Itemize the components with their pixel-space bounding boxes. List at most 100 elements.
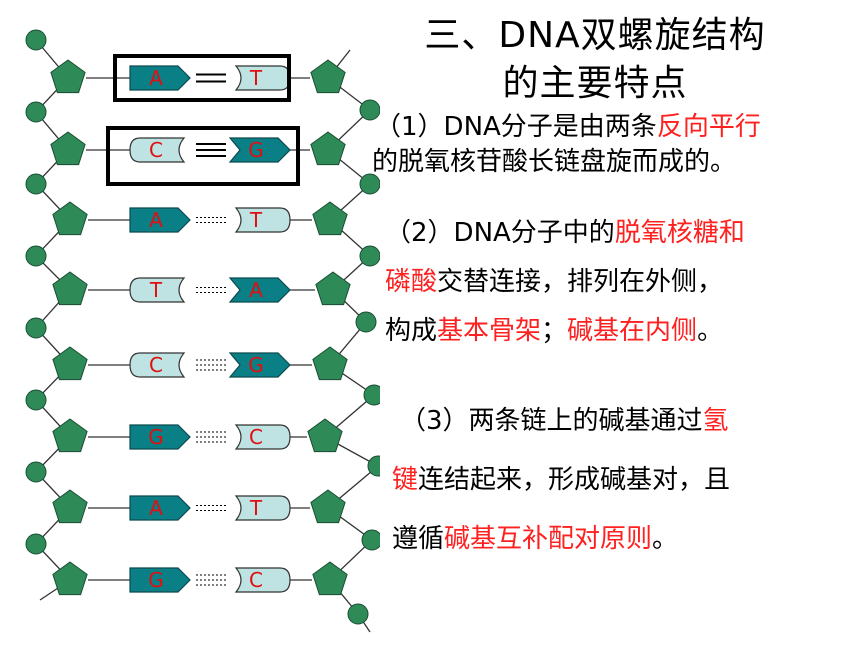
- pyrimidine-shape: [129, 277, 186, 303]
- right-base-G: G: [228, 352, 291, 378]
- body-text: 交替连接，排列在外侧，: [437, 267, 724, 297]
- right-phosphate-circle: [347, 603, 369, 625]
- right-sugar-pentagon: [312, 561, 348, 596]
- right-phosphate-circle: [355, 311, 377, 333]
- highlight-text: 碱基互补配对原则: [444, 524, 653, 554]
- left-sugar-pentagon: [52, 418, 88, 453]
- point-3-line-1: （3）两条链上的碱基通过氢: [400, 404, 729, 438]
- purine-shape: [228, 137, 291, 163]
- right-sugar-pentagon: [315, 271, 351, 306]
- left-sugar-pentagon: [52, 561, 88, 596]
- purine-shape: [228, 277, 291, 303]
- left-sugar-pentagon: [50, 59, 86, 94]
- body-text: （3）两条链上的碱基通过: [400, 406, 703, 436]
- left-phosphate-circle: [25, 533, 47, 555]
- right-phosphate-circle: [359, 245, 380, 267]
- base-letter: G: [148, 568, 164, 592]
- base-letter: C: [149, 353, 163, 377]
- pyrimidine-shape: [234, 495, 291, 521]
- body-text: （2）DNA分子中的: [385, 218, 615, 248]
- right-sugar-pentagon: [312, 201, 348, 236]
- body-text: 。: [652, 524, 679, 554]
- base-letter: A: [149, 208, 163, 232]
- base-letter: A: [149, 496, 163, 520]
- point-1-line-2: 的脱氧核苷酸长链盘旋而成的。: [372, 145, 736, 179]
- pyrimidine-shape: [234, 567, 291, 593]
- pyrimidine-shape: [129, 352, 186, 378]
- body-text: 的脱氧核苷酸长链盘旋而成的。: [372, 147, 737, 177]
- body-text: 。: [697, 316, 724, 346]
- purine-shape: [228, 352, 291, 378]
- pyrimidine-shape: [234, 207, 291, 233]
- body-text: 构成: [385, 316, 438, 346]
- purine-shape: [129, 207, 191, 233]
- base-letter: G: [248, 138, 264, 162]
- right-base-T: T: [234, 65, 291, 91]
- left-phosphate-circle: [25, 461, 47, 483]
- right-base-C: C: [234, 567, 291, 593]
- base-letter: G: [148, 425, 164, 449]
- point-2-line-1: （2）DNA分子中的脱氧核糖和: [385, 216, 745, 250]
- right-sugar-pentagon: [310, 489, 346, 524]
- page-title-line2: 的主要特点: [502, 63, 688, 104]
- left-base-A: A: [129, 207, 191, 233]
- highlight-text: 磷酸: [385, 267, 438, 297]
- base-letter: T: [249, 66, 263, 90]
- page-title-line1: 三、DNA双螺旋结构: [424, 15, 766, 56]
- left-base-A: A: [129, 65, 191, 91]
- right-phosphate-circle: [359, 173, 380, 195]
- right-phosphate-circle: [367, 455, 380, 477]
- purine-shape: [129, 567, 191, 593]
- left-sugar-pentagon: [50, 131, 86, 166]
- left-base-C: C: [129, 137, 186, 163]
- base-letter: C: [249, 425, 263, 449]
- left-phosphate-circle: [25, 29, 47, 51]
- left-base-T: T: [129, 277, 186, 303]
- point-1-line-1: （1）DNA分子是由两条反向平行: [375, 110, 761, 144]
- highlight-text: 脱氧核糖和: [614, 218, 745, 248]
- highlight-text: 反向平行: [656, 112, 761, 142]
- purine-shape: [129, 65, 191, 91]
- point-3-line-2: 键连结起来，形成碱基对，且: [392, 463, 730, 497]
- base-letter: C: [249, 568, 263, 592]
- body-text: 遵循: [392, 524, 445, 554]
- left-phosphate-circle: [25, 101, 47, 123]
- highlight-text: 基本骨架: [437, 316, 542, 346]
- left-phosphate-circle: [25, 173, 47, 195]
- body-text: ；: [541, 316, 568, 346]
- left-base-A: A: [129, 495, 191, 521]
- pyrimidine-shape: [234, 65, 291, 91]
- left-sugar-pentagon: [52, 271, 88, 306]
- left-sugar-pentagon: [52, 201, 88, 236]
- left-phosphate-circle: [25, 317, 47, 339]
- dna-diagram: A T C G A T T A C G G C A T G C: [25, 29, 380, 633]
- right-base-T: T: [234, 495, 291, 521]
- right-sugar-pentagon: [307, 418, 343, 453]
- right-phosphate-circle: [361, 529, 380, 551]
- right-base-G: G: [228, 137, 291, 163]
- right-base-A: A: [228, 277, 291, 303]
- highlight-box: [113, 54, 291, 102]
- base-letter: T: [249, 496, 263, 520]
- point-2-line-2: 磷酸交替连接，排列在外侧，: [385, 265, 723, 299]
- base-letter: T: [249, 208, 263, 232]
- left-phosphate-circle: [25, 389, 47, 411]
- right-sugar-pentagon: [312, 346, 348, 381]
- purine-shape: [129, 424, 191, 450]
- body-text: 连结起来，形成碱基对，且: [418, 465, 731, 495]
- right-phosphate-circle: [359, 99, 380, 121]
- left-phosphate-circle: [25, 245, 47, 267]
- highlight-text: 键: [392, 465, 419, 495]
- highlight-text: 氢: [702, 406, 729, 436]
- base-letter: A: [149, 66, 163, 90]
- pyrimidine-shape: [234, 424, 291, 450]
- left-base-C: C: [129, 352, 186, 378]
- left-base-G: G: [129, 424, 191, 450]
- pyrimidine-shape: [129, 137, 186, 163]
- right-base-C: C: [234, 424, 291, 450]
- left-sugar-pentagon: [52, 346, 88, 381]
- body-text: （1）DNA分子是由两条: [375, 112, 657, 142]
- base-letter: G: [248, 353, 264, 377]
- left-base-G: G: [129, 567, 191, 593]
- right-phosphate-circle: [363, 384, 380, 406]
